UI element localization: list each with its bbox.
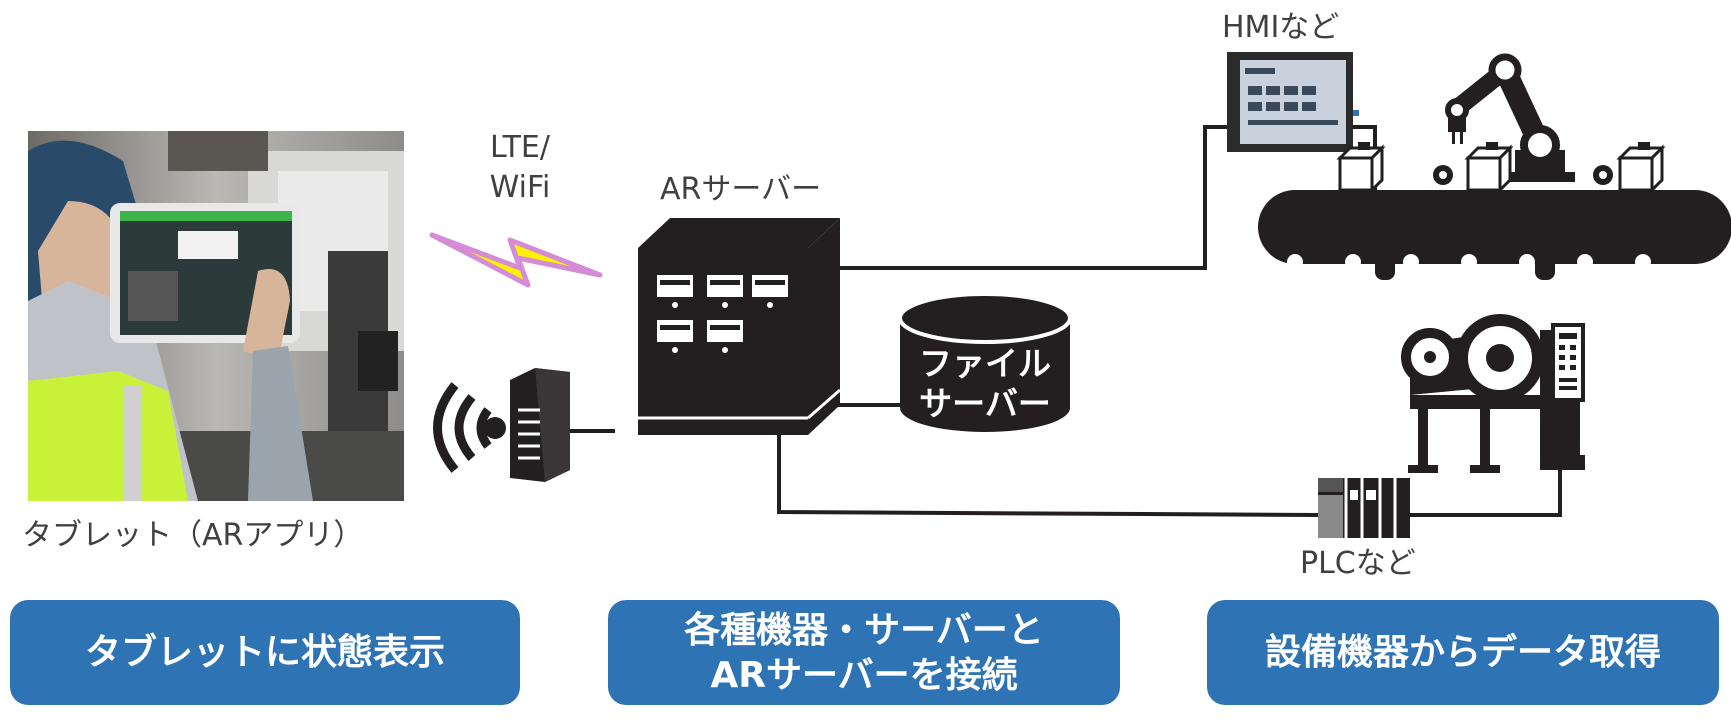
summary-box-tablet-text: タブレットに状態表示: [84, 632, 445, 673]
product-boxes: [1336, 144, 1666, 194]
file-server-label-line2: サーバー: [919, 384, 1051, 423]
server-cabinet-icon: [638, 218, 841, 435]
line-server-plc: [777, 435, 1319, 517]
tablet-label: タブレット（ARアプリ）: [22, 518, 364, 553]
summary-box-equipment-text: 設備機器からデータ取得: [1264, 632, 1661, 673]
summary-box-equipment: 設備機器からデータ取得: [1207, 600, 1719, 705]
worker-with-tablet-photo-icon: [28, 131, 404, 501]
database-cylinder-icon: ファイル サーバー: [898, 292, 1072, 432]
hmi-panel-icon: [1227, 52, 1359, 152]
line-server-hmi: [840, 125, 1240, 270]
plc-module-icon: [1318, 478, 1410, 538]
wifi-label: WiFi: [489, 170, 551, 205]
industrial-machine-icon: [1401, 314, 1585, 473]
conveyor-robot-icon: [1258, 53, 1731, 280]
wifi-router-icon: [433, 368, 570, 482]
file-server-label-line1: ファイル: [919, 344, 1051, 383]
summary-box-server: 各種機器・サーバーと ARサーバーを接続: [608, 600, 1120, 705]
summary-box-server-line2: ARサーバーを接続: [710, 654, 1018, 696]
lte-wifi-label: LTE/ WiFi: [470, 128, 570, 208]
summary-box-server-line1: 各種機器・サーバーと: [684, 609, 1044, 651]
lightning-icon: [429, 232, 603, 288]
lte-label: LTE/: [490, 130, 550, 165]
plc-label: PLCなど: [1300, 546, 1416, 581]
summary-box-tablet: タブレットに状態表示: [10, 600, 520, 705]
ar-server-label: ARサーバー: [660, 172, 822, 207]
worker-tablet-photo: [28, 131, 404, 501]
hmi-label: HMIなど: [1222, 10, 1340, 45]
